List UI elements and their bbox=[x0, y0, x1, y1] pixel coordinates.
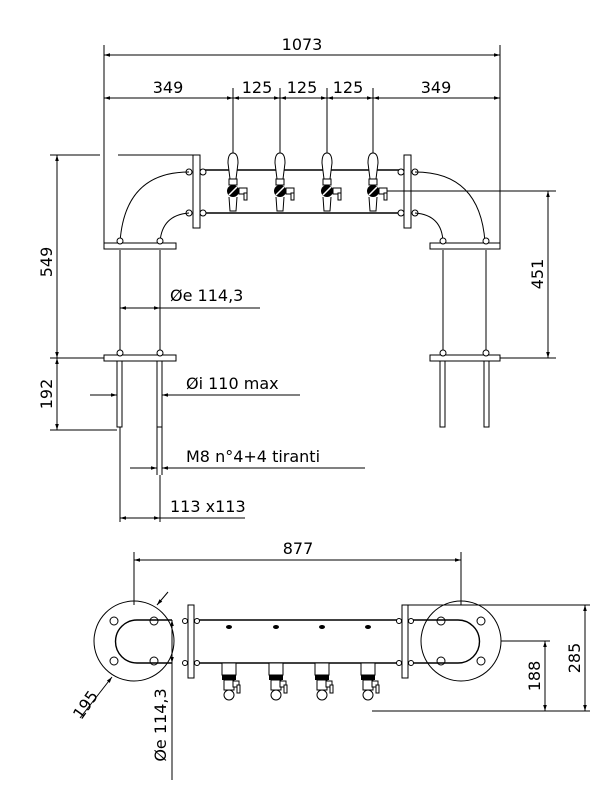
dim-height-total: 549 bbox=[37, 247, 56, 278]
bottom-outer-diameter-label: Øe 114,3 bbox=[151, 688, 170, 761]
round-flanges bbox=[93, 600, 502, 682]
segment-dims: 349 125 125 125 349 bbox=[104, 78, 500, 158]
dim-segment-5: 349 bbox=[421, 78, 452, 97]
dim-depth-total: 285 bbox=[565, 643, 584, 674]
dim-segment-4: 125 bbox=[333, 78, 364, 97]
bottom-view: 877 bbox=[69, 539, 590, 780]
legs bbox=[103, 250, 501, 428]
dim-segment-2: 125 bbox=[242, 78, 273, 97]
inner-diameter-label: Øi 110 max bbox=[186, 374, 279, 393]
base-size-label: 113 x113 bbox=[170, 497, 246, 516]
bottom-taps bbox=[221, 662, 380, 701]
dim-flange-spacing: 877 bbox=[283, 539, 314, 558]
dim-height-right: 451 bbox=[528, 259, 547, 290]
dim-flange-diameter: 195 bbox=[69, 687, 102, 723]
top-view: 1073 349 125 125 125 349 bbox=[37, 35, 556, 522]
outer-diameter-label: Øe 114,3 bbox=[170, 286, 243, 305]
dim-overall-width: 1073 bbox=[282, 35, 323, 54]
dim-segment-3: 125 bbox=[287, 78, 318, 97]
dim-depth-tap: 188 bbox=[525, 661, 544, 692]
beer-taps bbox=[226, 152, 388, 212]
dim-segment-1: 349 bbox=[153, 78, 184, 97]
dim-height-legs: 192 bbox=[37, 379, 56, 410]
elbows bbox=[103, 171, 501, 250]
tie-rods-label: M8 n°4+4 tiranti bbox=[186, 447, 320, 466]
